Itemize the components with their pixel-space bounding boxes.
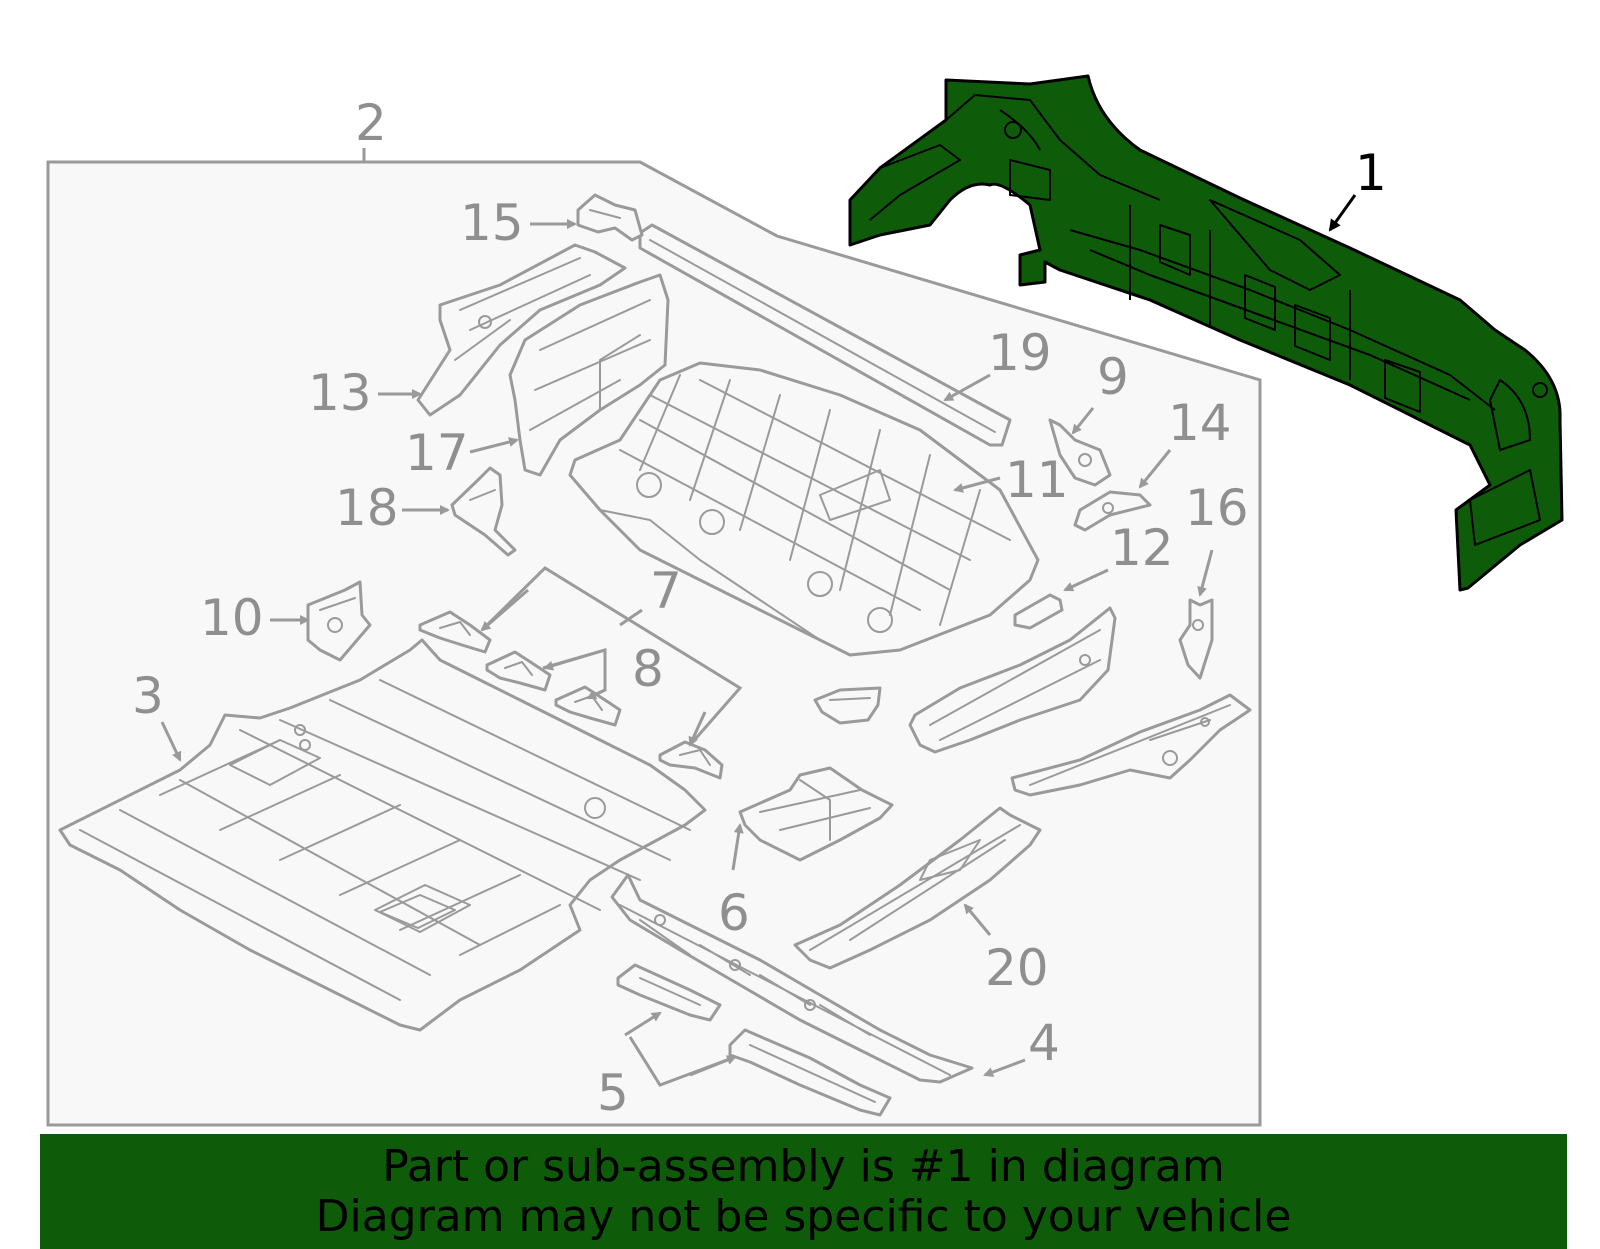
- part-6: [738, 766, 894, 862]
- callout-2: 2: [355, 94, 387, 152]
- notice-line-1: Part or sub-assembly is #1 in diagram: [382, 1140, 1225, 1192]
- callout-4: 4: [1028, 1014, 1060, 1072]
- part-15: [576, 193, 644, 242]
- callout-11: 11: [1005, 451, 1069, 509]
- callout-7: 7: [650, 562, 682, 620]
- part-3: [58, 638, 707, 1032]
- part-1-highlighted: [848, 74, 1564, 592]
- callout-16: 16: [1185, 479, 1249, 537]
- callout-1: 1: [1355, 144, 1387, 202]
- leader-lines: [160, 194, 1357, 1087]
- callout-9: 9: [1097, 348, 1129, 406]
- rear-crossmember-right: [1010, 693, 1252, 797]
- part-4: [610, 873, 974, 1084]
- callout-6: 6: [718, 884, 750, 942]
- callout-13: 13: [308, 364, 372, 422]
- callout-3: 3: [132, 667, 164, 725]
- callout-14: 14: [1168, 394, 1232, 452]
- part-9: [1048, 418, 1112, 487]
- small-bracket-center: [813, 686, 882, 725]
- part-13: [416, 243, 627, 417]
- part-19: [638, 223, 1012, 447]
- rear-side-rail-right: [908, 606, 1117, 754]
- part-11: [568, 361, 1040, 657]
- callout-15: 15: [460, 194, 524, 252]
- callout-12: 12: [1110, 519, 1174, 577]
- callout-20: 20: [985, 939, 1049, 997]
- part-17: [508, 273, 670, 477]
- callout-10: 10: [200, 589, 264, 647]
- callout-18: 18: [335, 479, 399, 537]
- callout-19: 19: [988, 324, 1052, 382]
- part-10: [306, 580, 372, 662]
- notice-banner: Part or sub-assembly is #1 in diagram Di…: [40, 1134, 1567, 1249]
- part-5: [616, 963, 892, 1117]
- callout-8: 8: [632, 640, 664, 698]
- part-20: [793, 806, 1042, 970]
- notice-line-2: Diagram may not be specific to your vehi…: [315, 1190, 1292, 1242]
- callout-5: 5: [597, 1064, 629, 1122]
- part-7: [418, 610, 724, 780]
- part-18: [450, 466, 517, 557]
- part-12: [1013, 593, 1064, 630]
- callout-17: 17: [405, 424, 469, 482]
- part-14: [1073, 490, 1152, 532]
- part-16: [1178, 598, 1214, 680]
